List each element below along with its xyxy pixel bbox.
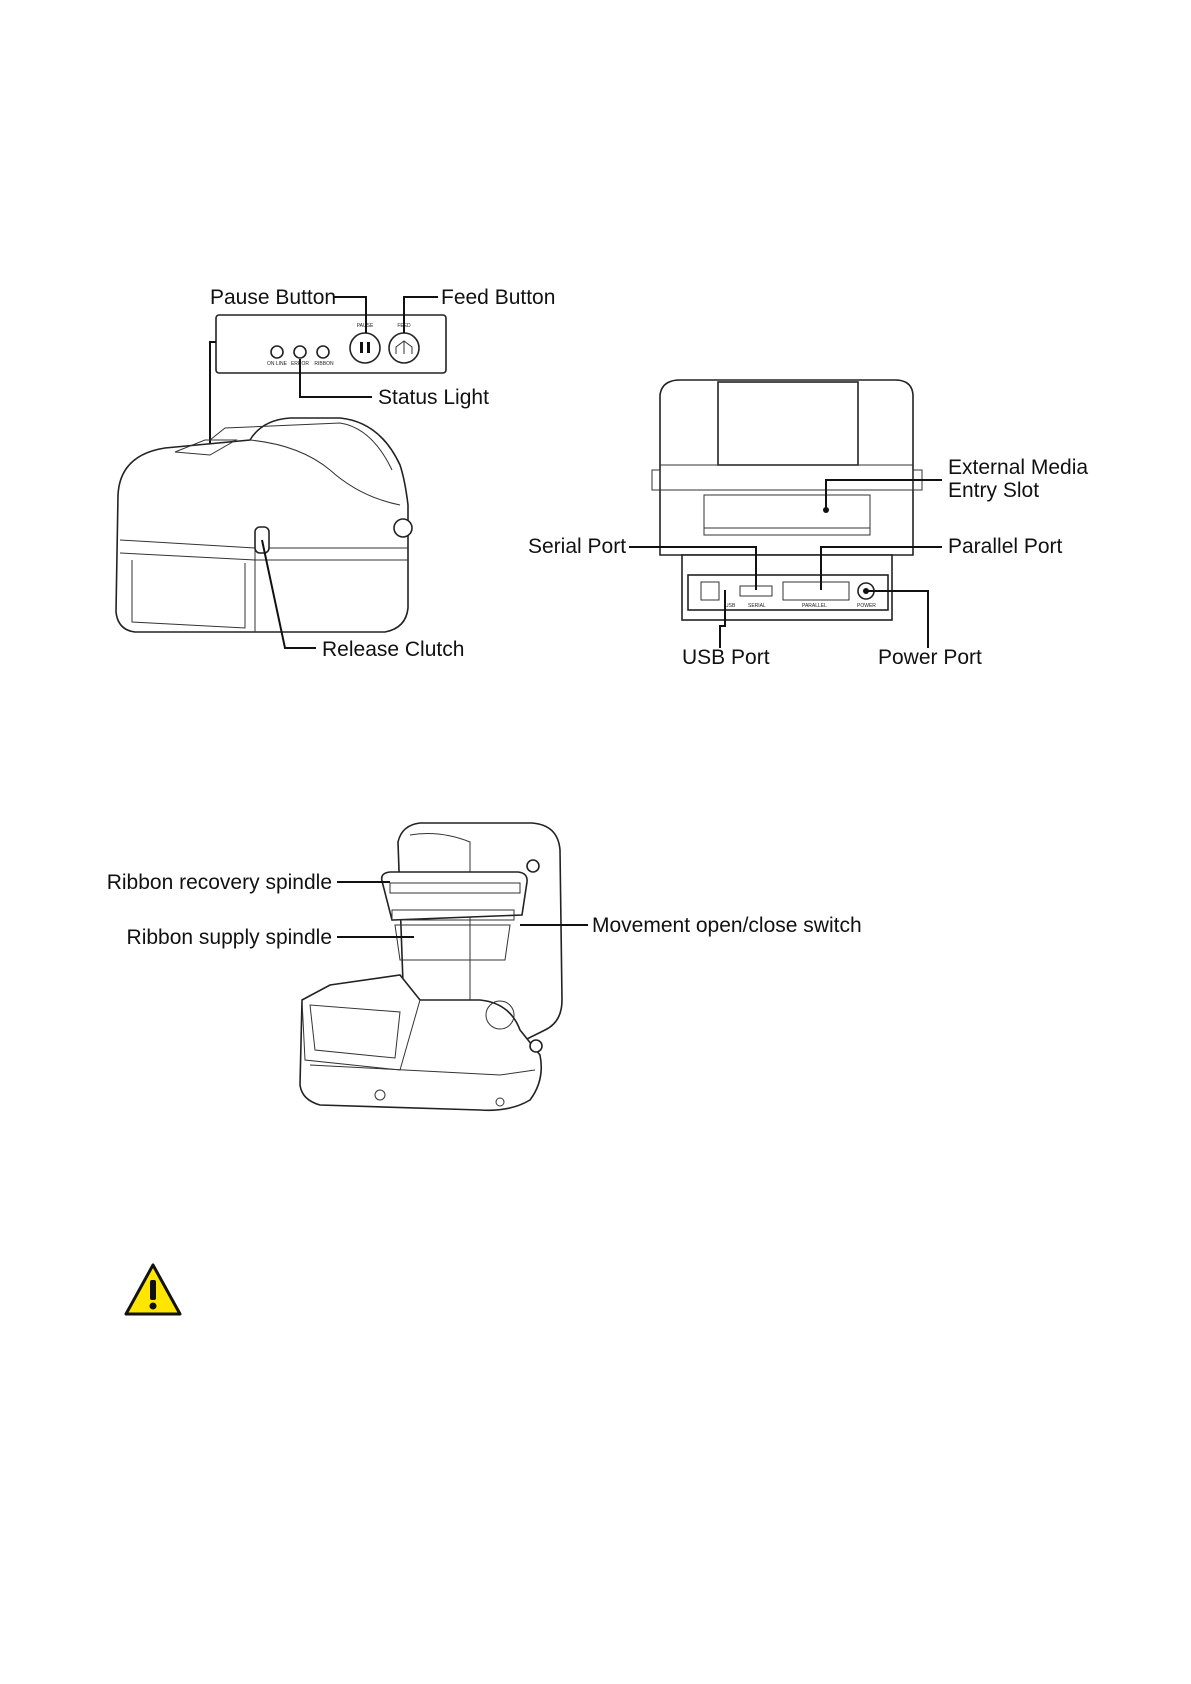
pause-button-label: Pause Button: [210, 286, 336, 309]
printhead-assembly: [382, 872, 527, 920]
rear-top-window: [718, 382, 858, 465]
power-port-label: Power Port: [878, 646, 982, 669]
front-view-diagram: ON LINE ERROR RIBBON PAUSE FEED Pause Bu…: [116, 286, 555, 661]
printer-body-front: [116, 418, 408, 632]
external-media-label-line1: External Media: [948, 456, 1088, 479]
led-ribbon-label: RIBBON: [314, 361, 334, 367]
usb-port-label: USB Port: [682, 646, 770, 669]
serial-port-label: Serial Port: [528, 535, 626, 558]
pause-button-graphic: [350, 333, 380, 363]
open-view-diagram: Ribbon recovery spindle Ribbon supply sp…: [107, 823, 862, 1110]
release-clutch-label: Release Clutch: [322, 638, 464, 661]
rear-view-diagram: USB SERIAL PARALLEL POWER External Media…: [528, 380, 1088, 669]
panel-serial-label: SERIAL: [748, 603, 766, 609]
parallel-port-label: Parallel Port: [948, 535, 1063, 558]
panel-usb-label: USB: [725, 603, 736, 609]
error-led: [294, 346, 306, 358]
ribbon-led: [317, 346, 329, 358]
online-led: [271, 346, 283, 358]
panel-parallel-label: PARALLEL: [802, 603, 827, 609]
side-knob: [394, 519, 412, 537]
feed-button-label: Feed Button: [441, 286, 555, 309]
pause-icon: [360, 342, 363, 353]
movement-switch-label: Movement open/close switch: [592, 914, 862, 937]
panel-power-label: POWER: [857, 603, 876, 609]
warning-icon: [126, 1265, 180, 1314]
external-media-label-line2: Entry Slot: [948, 479, 1039, 502]
led-online-label: ON LINE: [267, 361, 288, 367]
ribbon-recovery-label: Ribbon recovery spindle: [107, 871, 332, 894]
ribbon-supply-label: Ribbon supply spindle: [127, 926, 332, 949]
status-light-label: Status Light: [378, 386, 489, 409]
